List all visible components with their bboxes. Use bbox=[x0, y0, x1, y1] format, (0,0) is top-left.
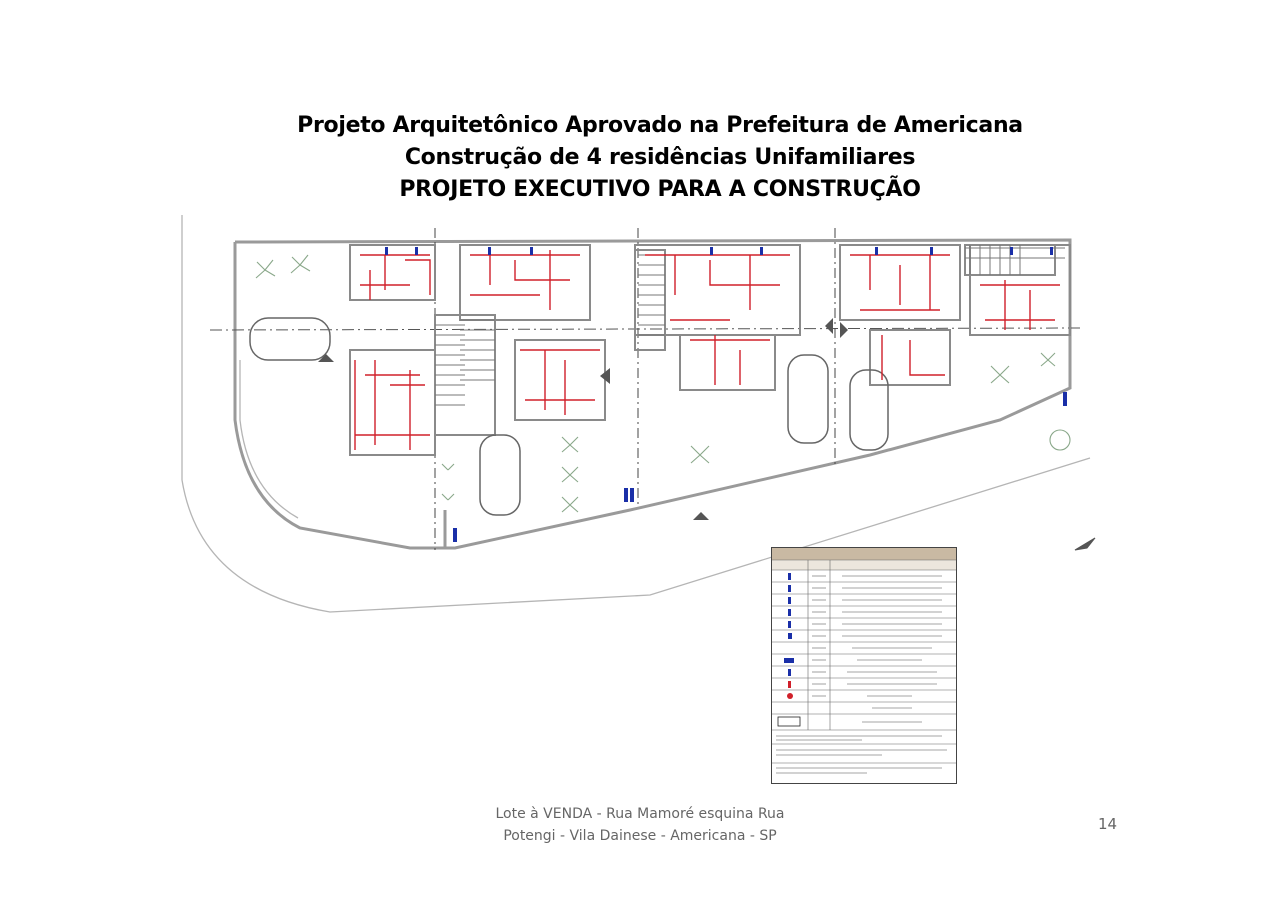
footer-line-1: Lote à VENDA - Rua Mamoré esquina Rua bbox=[495, 806, 785, 822]
installation-legend-table bbox=[771, 547, 957, 784]
footer-line-2: Potengi - Vila Dainese - Americana - SP bbox=[503, 828, 777, 844]
title-line-1: Projeto Arquitetônico Aprovado na Prefei… bbox=[297, 113, 1023, 138]
floor-plan-drawing bbox=[181, 215, 1096, 613]
footer-caption: Lote à VENDA - Rua Mamoré esquina Rua Po… bbox=[440, 803, 840, 847]
slide-title: Projeto Arquitetônico Aprovado na Prefei… bbox=[0, 110, 1280, 206]
page-number: 14 bbox=[1098, 815, 1118, 833]
title-line-3: PROJETO EXECUTIVO PARA A CONSTRUÇÃO bbox=[399, 177, 921, 202]
title-line-2: Construção de 4 residências Unifamiliare… bbox=[404, 145, 916, 170]
